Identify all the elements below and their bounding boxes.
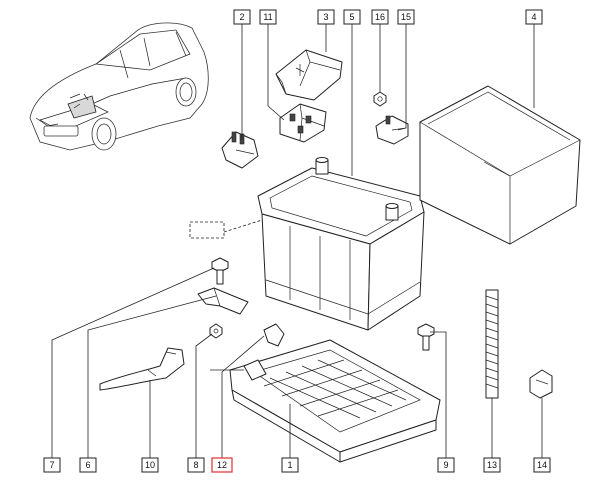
part-1-battery-tray xyxy=(229,323,441,463)
svg-text:4: 4 xyxy=(531,12,536,22)
svg-text:11: 11 xyxy=(263,12,272,22)
reference-dashed-box xyxy=(189,221,225,239)
svg-text:1: 1 xyxy=(287,460,292,470)
part-3-terminal-cover xyxy=(275,49,343,101)
svg-text:14: 14 xyxy=(537,460,547,470)
svg-text:6: 6 xyxy=(85,460,90,470)
part-14-clip xyxy=(529,369,553,399)
callout-2: 2 xyxy=(233,9,251,25)
part-13-threaded-rod xyxy=(485,289,499,399)
svg-text:13: 13 xyxy=(487,460,497,470)
part-15-terminal-clamp xyxy=(375,115,409,145)
callout-11: 11 xyxy=(259,9,277,25)
part-5-battery xyxy=(257,157,425,331)
part-10-cable-bracket xyxy=(99,347,185,391)
callout-12: 12 xyxy=(211,457,233,473)
callout-16: 16 xyxy=(371,9,389,25)
callout-10: 10 xyxy=(141,457,159,473)
callout-1: 1 xyxy=(281,457,299,473)
part-7-bolt xyxy=(211,257,229,285)
svg-text:15: 15 xyxy=(401,12,411,22)
callout-15: 15 xyxy=(397,9,415,25)
svg-text:9: 9 xyxy=(443,460,448,470)
svg-text:7: 7 xyxy=(49,460,54,470)
svg-text:16: 16 xyxy=(375,12,385,22)
svg-text:2: 2 xyxy=(239,12,244,22)
callout-3: 3 xyxy=(317,9,335,25)
part-8-nut xyxy=(209,323,223,339)
vehicle-illustration xyxy=(29,22,209,151)
callout-8: 8 xyxy=(187,457,205,473)
svg-text:12: 12 xyxy=(217,460,227,470)
callout-6: 6 xyxy=(79,457,97,473)
callout-7: 7 xyxy=(43,457,61,473)
callout-4: 4 xyxy=(525,9,543,25)
reference-dashed-line xyxy=(223,219,263,233)
svg-text:10: 10 xyxy=(145,460,155,470)
svg-text:5: 5 xyxy=(349,12,354,22)
callout-9: 9 xyxy=(437,457,455,473)
part-9-bolt xyxy=(417,323,435,351)
part-2-connector xyxy=(221,131,259,169)
part-16-nut xyxy=(373,91,387,107)
part-4-insulating-cover xyxy=(419,85,581,245)
leader-lines xyxy=(51,24,543,458)
svg-text:3: 3 xyxy=(323,12,328,22)
callout-5: 5 xyxy=(343,9,361,25)
callout-14: 14 xyxy=(533,457,551,473)
callout-13: 13 xyxy=(483,457,501,473)
svg-text:8: 8 xyxy=(193,460,198,470)
part-6-clamp-bracket xyxy=(197,287,249,315)
part-11-terminal-block xyxy=(279,103,327,143)
